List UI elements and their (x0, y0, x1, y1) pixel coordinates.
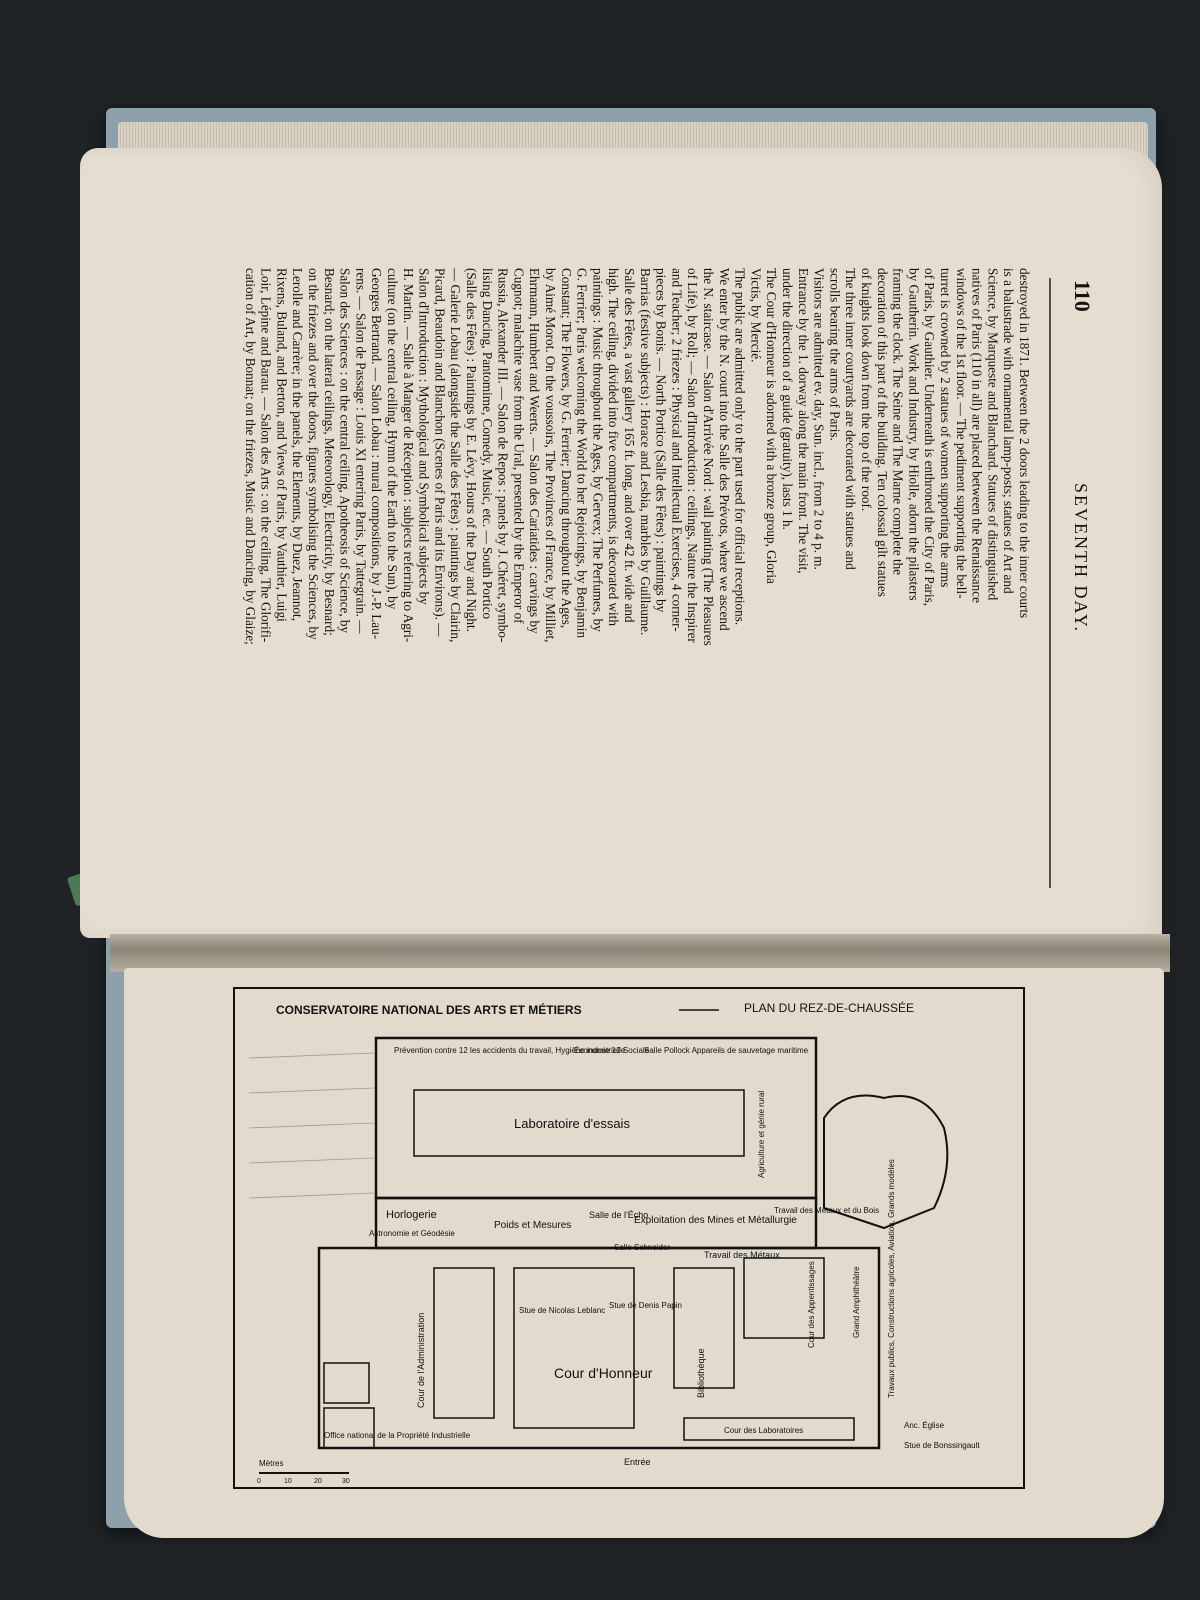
text-line: Visitors are admitted ev. day, Sun. incl… (812, 268, 827, 570)
text-line: the N. staircase. — Salon d'Arrivée Nord… (701, 268, 716, 646)
text-line: G. Ferrier; Paris welcoming the World to… (575, 268, 590, 638)
text-line: Cugnot; malachite vase from the Ural, pr… (511, 268, 526, 624)
label-schneider: Salle Schneider (614, 1243, 670, 1252)
text-line: on the friezes and over the doors, figur… (306, 268, 321, 640)
text-line: Salle des Fêtes, a vast gallery 165 ft. … (622, 268, 637, 623)
text-page-svg: 110 SEVENTH DAY. destroyed in 1871. Betw… (243, 267, 1095, 888)
map-frame (233, 987, 1025, 1489)
gutter (110, 934, 1170, 972)
running-head: SEVENTH DAY. (1071, 483, 1091, 633)
label-travail-metaux: Travail des Métaux (704, 1250, 780, 1260)
text-line: The three inner courtyards are decorated… (843, 268, 858, 570)
text-line: Loir, Lépine and Barau. — Salon des Arts… (259, 268, 274, 642)
text-line: and Teacher; 2 friezes : Physical and In… (669, 268, 684, 632)
label-grand-amphi: Grand Amphithéâtre (852, 1266, 861, 1338)
text-line: H. Martin. — Salle à Manger de Réception… (401, 268, 416, 642)
text-line: windows of the 1st floor. — The pediment… (954, 268, 969, 599)
text-line: Entrance by the 1. dorway along the main… (796, 268, 811, 574)
text-line: is a balustrade with ornamental lamp-pos… (1001, 268, 1016, 594)
text-line: We enter by the N. court into the Salle … (717, 268, 732, 631)
text-line: lising Dancing, Pantomime, Comedy, Music… (480, 268, 495, 620)
text-line: culture (on the central ceiling, Hymn of… (385, 268, 400, 610)
text-line: of knights look down from the top of the… (859, 268, 874, 511)
text-line: paintings : Music throughout the Ages, b… (590, 268, 605, 632)
scale-10: 10 (284, 1478, 292, 1485)
text-line: Salon d'Introduction : Mythological and … (417, 268, 432, 605)
text-line: (Salle des Fêtes) : Paintings by E. Lévy… (464, 268, 479, 632)
street-lines (248, 1052, 375, 1199)
label-economie: Économie 12 Sociale (574, 1046, 650, 1055)
text-lines: destroyed in 1871. Between the 2 doors l… (243, 267, 1032, 646)
text-line: turret is crowned by 2 statues of women … (938, 268, 953, 587)
label-bibliotheque: Bibliothèque (696, 1348, 706, 1398)
text-line: Picard, Beaudoin and Blanchon (Scenes of… (432, 268, 447, 637)
text-line: Besnard; on the lateral ceilings, Meteor… (322, 268, 337, 636)
text-line: by Gautherin. Work and Industry, by Hiol… (906, 268, 921, 601)
label-mines: Exploitation des Mines et Métallurgie (634, 1215, 797, 1226)
text-line: Victis, by Mercié. (748, 268, 763, 362)
label-horlogerie: Horlogerie (386, 1209, 437, 1221)
text-line: cation of Art, by Bonnat; on the friezes… (243, 268, 258, 645)
text-line: destroyed in 1871. Between the 2 doors l… (1017, 268, 1032, 618)
scale-0: 0 (257, 1478, 261, 1485)
label-echo: Salle de l'Écho (589, 1210, 648, 1220)
label-cour-honneur: Cour d'Honneur (554, 1365, 653, 1381)
map-page: CONSERVATOIRE NATIONAL DES ARTS ET MÉTIE… (124, 968, 1164, 1538)
text-line: The public are admitted only to the part… (733, 268, 748, 625)
scale-30: 30 (342, 1478, 350, 1485)
map-title-right: PLAN DU REZ-DE-CHAUSSÉE (744, 1000, 914, 1015)
label-travaux: Travaux publics, Constructions agricoles… (887, 1159, 896, 1398)
text-line: The Cour d'Honneur is adorned with a bro… (764, 268, 779, 584)
label-office: Office national de la Propriété Industri… (324, 1431, 471, 1440)
map-svg: CONSERVATOIRE NATIONAL DES ARTS ET MÉTIE… (233, 987, 1025, 1489)
building-outline (317, 1036, 949, 1450)
text-line: Constant; The Flowers, by G. Ferrier; Da… (559, 268, 574, 628)
label-laboratoire: Laboratoire d'essais (514, 1116, 630, 1131)
text-line: of Life), by Roll; — Salon d'Introductio… (685, 268, 700, 643)
label-agriculture: Agriculture et génie rural (757, 1091, 766, 1178)
label-eglise: Anc. Église (904, 1421, 945, 1430)
page-number: 110 (1070, 280, 1095, 312)
label-pollock: Salle Pollock Appareils de sauvetage mar… (644, 1046, 809, 1055)
text-line: Salon des Sciences : on the central ceil… (338, 268, 353, 634)
label-astronomie: Astronomie et Géodésie (369, 1229, 455, 1238)
label-denis: Stue de Denis Papin (609, 1301, 682, 1310)
text-line: Ehrmann, Humbert and Weerts. — Salon des… (527, 268, 542, 634)
text-line: Georges Bertrand. — Salon Lobau : mural … (369, 268, 384, 639)
text-line: — Galerie Lobau (alongside the Salle des… (448, 267, 463, 642)
label-cour-laboratoires: Cour des Laboratoires (724, 1426, 803, 1435)
label-cour-appentissages: Cour des Appentissages (807, 1261, 816, 1348)
map-title-left: CONSERVATOIRE NATIONAL DES ARTS ET MÉTIE… (276, 1002, 582, 1017)
text-line: Rixens, Buland, and Berton, and Views of… (274, 268, 289, 622)
text-line: under the direction of a guide (gratuity… (780, 268, 795, 530)
text-line: Russia, Alexander III. — Salon de Repos … (496, 268, 511, 642)
label-prevention: Prévention contre 12 les accidents du tr… (394, 1046, 626, 1055)
text-line: scrolls bearing the arms of Paris. (827, 268, 842, 441)
label-entree: Entrée (624, 1457, 651, 1467)
open-book: 110 SEVENTH DAY. destroyed in 1871. Betw… (66, 108, 1170, 1538)
label-travail-bois: Travail des Métaux et du Bois (774, 1206, 879, 1215)
text-line: of Paris, by Gauthier. Underneath is ent… (922, 268, 937, 606)
scale-20: 20 (314, 1478, 322, 1485)
text-line: by Aimé Morot. On the voussoirs, The Pro… (543, 268, 558, 642)
text-line: high. The ceiling, divided into five com… (606, 268, 621, 626)
label-boussingault: Stue de Bonssingault (904, 1441, 980, 1450)
text-line: decoration of this part of the building.… (875, 268, 890, 597)
text-line: framing the clock. The Seine and The Mar… (891, 268, 906, 575)
text-page: 110 SEVENTH DAY. destroyed in 1871. Betw… (80, 148, 1162, 938)
text-line: Lerolle and Carrère; in the panels, the … (290, 268, 305, 621)
text-line: Barrias (festive subjects) : Horace and … (638, 268, 653, 635)
label-cour-administration: Cour de l'Administration (416, 1313, 426, 1408)
label-nicolas: Stue de Nicolas Leblanc (519, 1306, 605, 1315)
text-line: rens. — Salon de Passage : Louis XI ente… (353, 268, 368, 634)
label-poids: Poids et Mesures (494, 1220, 571, 1231)
text-line: pieces by Bonis. — North Portico (Salle … (654, 268, 669, 613)
text-line: natives of Paris (110 in all) are placed… (970, 268, 985, 603)
text-line: Science, by Marqueste and Blanchard. Sta… (985, 268, 1000, 601)
label-metres: Mètres (259, 1459, 283, 1468)
